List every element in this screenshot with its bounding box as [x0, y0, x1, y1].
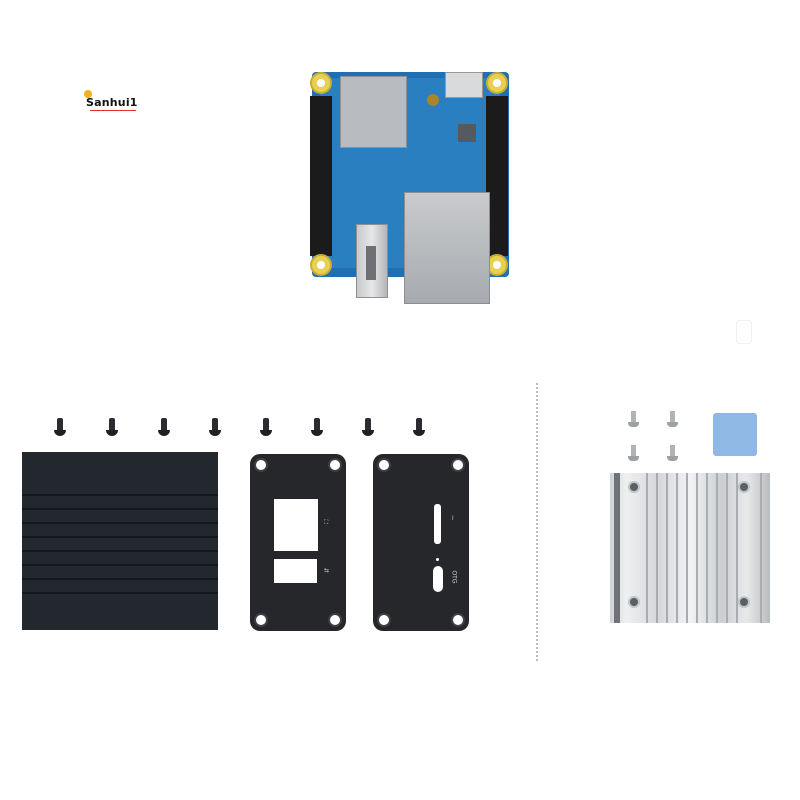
thermal-pad: [713, 413, 757, 456]
watermark-underline: [90, 110, 136, 111]
lan-icon: ⛶: [324, 520, 329, 526]
screw-black-icon: [413, 418, 425, 436]
usb-a-slot: [366, 246, 376, 280]
pin-header-left: [310, 96, 332, 256]
screw-black-icon: [311, 418, 323, 436]
screw-black-icon: [362, 418, 374, 436]
screw-silver-icon: [667, 445, 678, 461]
usb-icon: ⇆: [324, 568, 330, 574]
screw-black-icon: [260, 418, 272, 436]
pin-header-right: [486, 96, 508, 256]
capacitor: [427, 94, 439, 106]
dotted-divider: [536, 383, 538, 661]
heatsink: [610, 473, 770, 623]
screw-black-icon: [54, 418, 66, 436]
mount-hole-icon: [310, 72, 332, 94]
watermark-sun-icon: [84, 90, 92, 98]
case-body: [22, 452, 218, 630]
led-hole: [436, 558, 439, 561]
end-plate-back: I OTG: [373, 454, 469, 631]
screw-silver-icon: [628, 411, 639, 427]
screw-silver-icon: [667, 411, 678, 427]
ethernet-port: [404, 192, 490, 304]
screw-black-icon: [106, 418, 118, 436]
label-i: I: [452, 516, 454, 522]
slot-cutout: [434, 504, 441, 544]
ethernet-cutout: [274, 499, 318, 551]
chip: [458, 124, 476, 142]
screw-black-icon: [158, 418, 170, 436]
faint-artifact: [736, 320, 752, 344]
sd-card-slot: [340, 76, 407, 148]
otg-cutout: [433, 566, 443, 592]
mount-hole-icon: [310, 254, 332, 276]
screw-black-icon: [209, 418, 221, 436]
label-otg: OTG: [450, 570, 457, 584]
usb-cutout: [274, 559, 317, 583]
mount-hole-icon: [486, 72, 508, 94]
micro-usb-port: [445, 72, 483, 98]
screw-silver-icon: [628, 445, 639, 461]
watermark-text: Sanhui1: [86, 96, 138, 109]
end-plate-front: ⛶ ⇆: [250, 454, 346, 631]
